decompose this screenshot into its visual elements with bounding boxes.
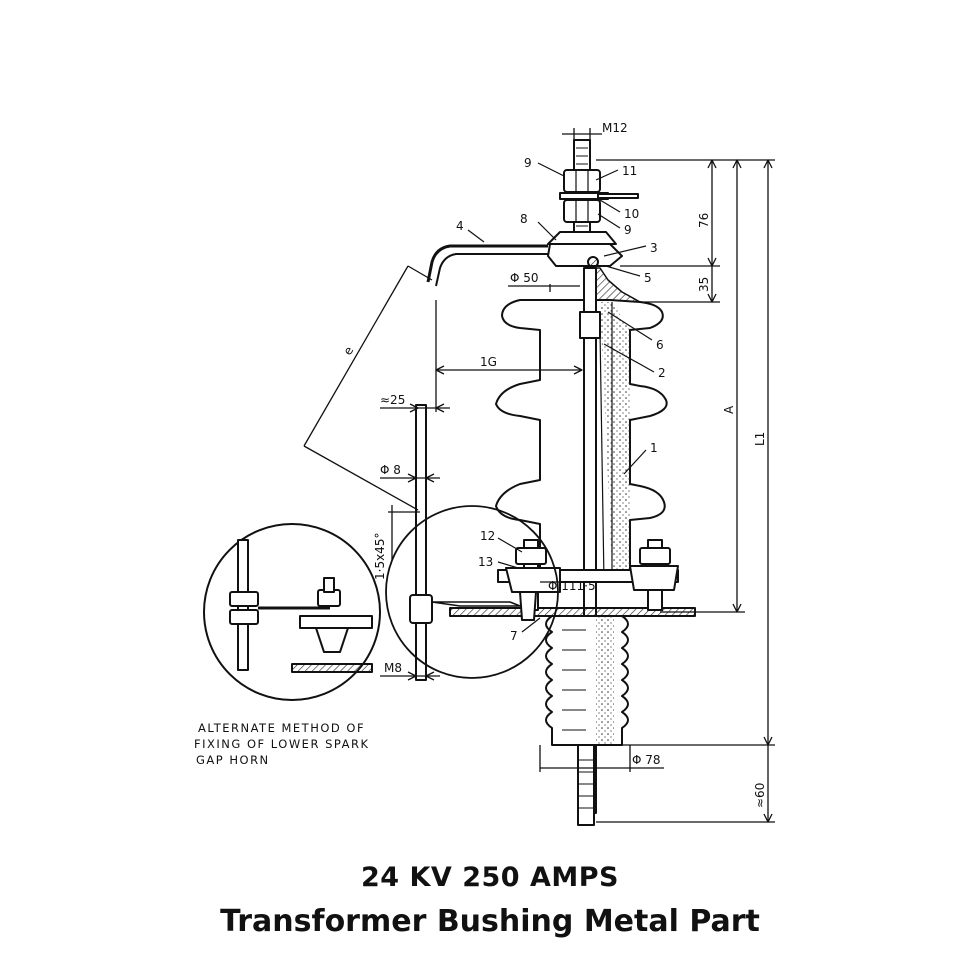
dim-label-76: 76 — [697, 213, 711, 228]
part-label-5: 5 — [644, 271, 652, 285]
caption-rating: 24 KV 250 AMPS — [361, 862, 619, 893]
dimension-lines — [303, 128, 775, 823]
dim-label-approx-25: ≈25 — [380, 393, 405, 407]
part-label-10: 10 — [624, 207, 639, 221]
part-label-12: 12 — [480, 529, 495, 543]
part-label-11: 11 — [622, 164, 637, 178]
dim-label-dia-50: Φ 50 — [510, 271, 539, 285]
caption-product-name: Transformer Bushing Metal Part — [220, 904, 760, 939]
upper-spark-horn — [426, 244, 548, 287]
lower-corrugated-body — [545, 615, 629, 746]
part-label-3: 3 — [650, 241, 658, 255]
detail-circle-lower-horn — [385, 505, 559, 679]
bottom-stud — [577, 744, 595, 826]
terminal-washer — [559, 192, 639, 200]
part-label-2: 2 — [658, 366, 666, 380]
dim-label-m8: M8 — [384, 661, 402, 675]
lower-spark-horn — [409, 404, 521, 681]
part-label-13: 13 — [478, 555, 493, 569]
dim-label-dia-78: Φ 78 — [632, 753, 661, 767]
note-line-2: FIXING OF LOWER SPARK — [194, 737, 370, 751]
dim-label-1g: 1G — [480, 355, 497, 369]
dim-label-l1: L1 — [753, 432, 767, 446]
porcelain-insulator — [495, 299, 668, 571]
part-label-8: 8 — [520, 212, 528, 226]
part-label-4: 4 — [456, 219, 464, 233]
dim-label-dia-8: Φ 8 — [380, 463, 401, 477]
alternate-method-note: ALTERNATE METHOD OF FIXING OF LOWER SPAR… — [194, 721, 370, 767]
top-nut-lower — [563, 199, 601, 223]
part-label-6: 6 — [656, 338, 664, 352]
dim-label-dia-111: Φ 111·5 — [548, 579, 596, 593]
leader-lines — [467, 162, 655, 633]
dim-label-e: e — [340, 344, 356, 357]
right-clamp-bolt — [629, 539, 679, 611]
dim-label-a: A — [722, 405, 736, 414]
part-label-9-top: 9 — [524, 156, 532, 170]
dim-label-approx-60: ≈60 — [753, 783, 767, 808]
part-label-9-lower: 9 — [624, 223, 632, 237]
left-clamp-bolt — [505, 539, 561, 621]
bushing-technical-drawing: 9 11 8 10 9 4 3 5 6 2 1 12 13 7 M12 76 3… — [194, 121, 775, 826]
part-label-7: 7 — [510, 629, 518, 643]
part-number-labels: 9 11 8 10 9 4 3 5 6 2 1 12 13 7 — [456, 156, 666, 643]
dim-label-m12: M12 — [602, 121, 628, 135]
note-line-3: GAP HORN — [196, 753, 270, 767]
alternate-method-detail — [203, 523, 381, 701]
note-line-1: ALTERNATE METHOD OF — [198, 721, 365, 735]
dim-label-chamfer: 1·5x45° — [373, 533, 387, 580]
dimension-labels: M12 76 35 Φ 50 1G ≈25 Φ 8 1·5x45° Φ 111·… — [340, 121, 767, 808]
top-nut-upper — [563, 169, 601, 193]
dim-label-35: 35 — [697, 277, 711, 292]
part-label-1: 1 — [650, 441, 658, 455]
